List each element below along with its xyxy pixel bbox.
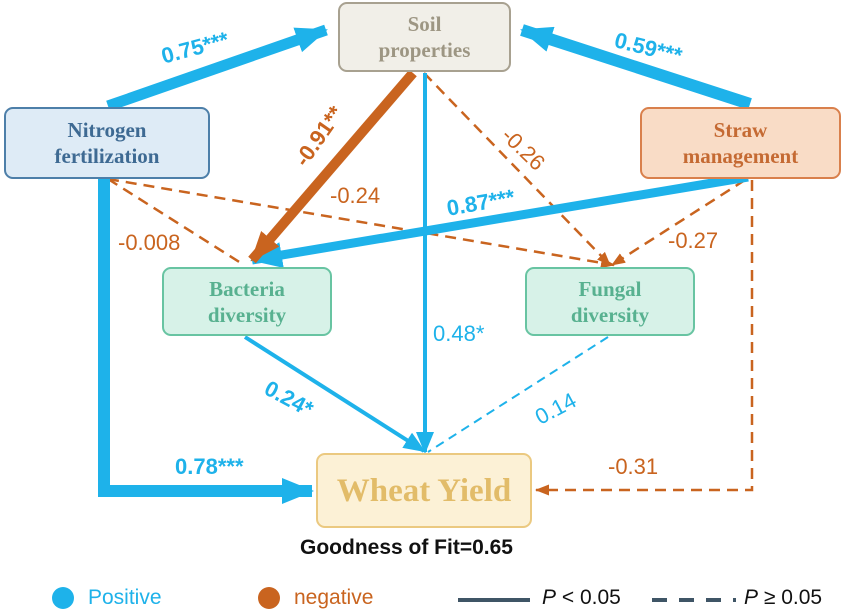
arrow-fungal-to-wheat xyxy=(427,336,609,453)
node-straw-management: Straw management xyxy=(640,107,841,179)
arrow-nitrogen-to-wheat xyxy=(98,179,314,504)
coef-nitrogen-bacteria: -0.008 xyxy=(118,230,181,255)
legend-dashed-label: P ≥ 0.05 xyxy=(744,586,822,610)
legend-dashed-threshold: ≥ 0.05 xyxy=(758,586,823,609)
node-wheat-yield: Wheat Yield xyxy=(316,453,532,528)
legend-solid-p: P xyxy=(542,586,557,609)
arrow-straw-to-soil xyxy=(520,24,752,110)
arrow-soil-to-bacteria xyxy=(248,69,417,264)
legend-negative-label: negative xyxy=(294,586,374,609)
arrow-bacteria-to-wheat xyxy=(243,335,426,453)
coef-straw-fungal: -0.27 xyxy=(668,228,719,253)
arrow-nitrogen-to-fungal xyxy=(107,177,615,269)
legend-solid-threshold: < 0.05 xyxy=(556,586,621,609)
node-fungal-diversity: Fungal diversity xyxy=(525,267,695,336)
node-bacteria-diversity: Bacteria diversity xyxy=(162,267,332,336)
node-soil-properties: Soil properties xyxy=(338,2,511,72)
legend-solid-label: P < 0.05 xyxy=(542,586,621,610)
arrow-straw-to-bacteria xyxy=(250,172,749,268)
arrow-nitrogen-to-soil xyxy=(106,24,328,112)
arrow-nitrogen-to-bacteria xyxy=(107,177,245,267)
coef-nitrogen-wheat: 0.78*** xyxy=(175,454,244,479)
node-nitrogen-fertilization: Nitrogen fertilization xyxy=(4,107,210,179)
legend-dashed-p: P xyxy=(744,586,759,609)
coef-straw-wheat: -0.31 xyxy=(608,454,659,479)
coef-soil-wheat: 0.48* xyxy=(433,321,485,346)
arrow-soil-to-fungal xyxy=(423,72,611,266)
legend-positive-dot xyxy=(52,587,74,609)
legend-negative-dot xyxy=(258,587,280,609)
arrow-straw-to-wheat xyxy=(535,180,754,496)
arrow-straw-to-fungal xyxy=(611,178,746,267)
coef-nitrogen-fungal: -0.24 xyxy=(330,183,381,208)
goodness-of-fit: Goodness of Fit=0.65 xyxy=(300,536,513,559)
legend-positive-label: Positive xyxy=(88,586,162,609)
